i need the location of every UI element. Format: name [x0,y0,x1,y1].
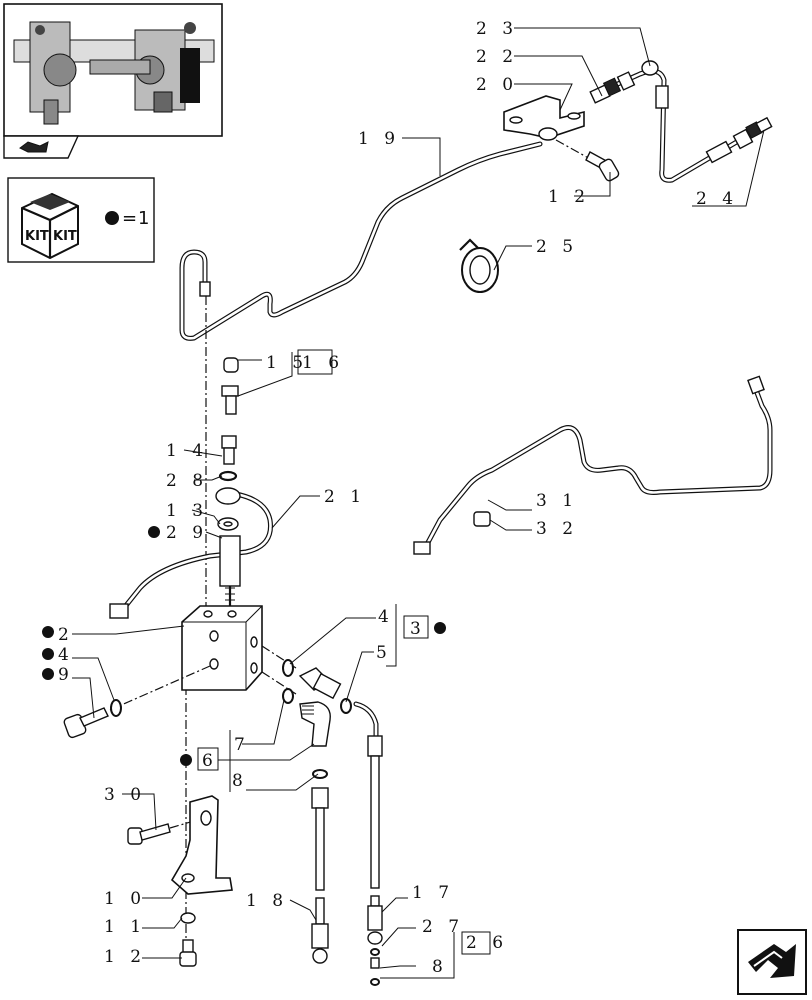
kit-legend: KIT KIT = 1 [7,177,155,263]
callout-5[interactable]: 5 [376,643,392,663]
callout-27[interactable]: 2 7 [422,917,464,937]
bolt-12-bottom[interactable] [179,939,197,967]
callout-11[interactable]: 1 1 [104,917,146,937]
callout-4-right[interactable]: 4 [378,607,394,627]
callout-32[interactable]: 3 2 [536,519,578,539]
callout-9[interactable]: 9 [58,665,74,685]
callout-30[interactable]: 3 0 [104,785,146,805]
kit-label-right: KIT [53,229,77,244]
bullet-2 [42,626,54,638]
cap-15[interactable] [223,357,239,373]
pipe-18[interactable] [311,787,329,964]
union-3[interactable] [298,667,342,700]
callout-labels: 2 3 2 2 2 0 1 9 1 2 2 4 2 5 1 5 1 6 1 4 … [58,19,738,977]
callout-17[interactable]: 1 7 [412,883,454,903]
leader-lines [72,27,765,979]
callout-16[interactable]: 1 6 [302,353,344,373]
callout-7[interactable]: 7 [234,735,250,755]
callout-25[interactable]: 2 5 [536,237,578,257]
bullet-4 [42,648,54,660]
fitting-24-end[interactable] [732,116,773,150]
callout-20[interactable]: 2 0 [476,75,518,95]
oring-28[interactable] [218,470,238,482]
kit-ref-number: 1 [138,208,149,229]
callout-14[interactable]: 1 4 [166,441,208,461]
callout-24[interactable]: 2 4 [696,189,738,209]
callout-15[interactable]: 1 5 [266,353,308,373]
callout-29[interactable]: 2 9 [166,523,208,543]
elbow-6[interactable] [299,701,331,747]
connection-line-9 [109,665,211,711]
bracket-10[interactable] [170,795,233,895]
washer-13[interactable] [217,517,239,531]
plug-32[interactable] [473,511,491,527]
box-6 [197,747,219,771]
next-page-arrow-icon[interactable] [737,929,807,995]
pipe-19[interactable] [179,141,543,341]
washer-11[interactable] [180,912,196,924]
seal-7[interactable] [282,688,294,704]
kit-box-icon: KIT KIT [21,192,79,260]
bullet-29 [148,526,160,538]
kit-bullet-icon [105,211,119,225]
connection-line-6 [261,671,297,695]
pipe-17[interactable] [353,701,383,945]
callout-31[interactable]: 3 1 [536,491,578,511]
kit-equals: = [122,208,137,229]
box-16 [297,349,333,375]
callout-18[interactable]: 1 8 [246,891,288,911]
callout-26[interactable]: 2 6 [466,933,508,953]
callout-23[interactable]: 2 3 [476,19,518,39]
oring-8-lower[interactable] [370,978,380,986]
callout-8-upper[interactable]: 8 [232,771,248,791]
bolt-29[interactable] [219,535,241,612]
callout-4-left[interactable]: 4 [58,645,74,665]
banjo-pipe-21[interactable] [109,487,273,619]
callout-28[interactable]: 2 8 [166,471,208,491]
bracket-20[interactable] [503,95,585,141]
callout-19[interactable]: 1 9 [358,129,400,149]
adapter-16[interactable] [221,385,239,415]
callout-12-top[interactable]: 1 2 [548,187,590,207]
callout-8-lower[interactable]: 8 [432,957,448,977]
seal-4-left[interactable] [110,699,122,717]
axle-thumbnail[interactable] [3,3,223,137]
callout-10[interactable]: 1 0 [104,889,146,909]
box-26 [461,931,491,955]
seal-5[interactable] [340,698,352,714]
fitting-22[interactable] [589,71,636,104]
kit-label-left: KIT [25,229,49,244]
fitting-27[interactable] [370,948,380,969]
callout-12-bottom[interactable]: 1 2 [104,947,146,967]
bolt-12-top[interactable] [555,139,620,182]
box-3 [403,615,429,639]
oring-8-upper[interactable] [312,769,328,779]
pipe-31[interactable] [413,375,773,555]
bolt-9[interactable] [63,707,109,739]
callout-2[interactable]: 2 [58,625,74,645]
kit-bullets [42,526,446,766]
callout-21[interactable]: 2 1 [324,487,366,507]
bullet-3 [434,622,446,634]
fitting-14[interactable] [221,435,237,465]
callout-13[interactable]: 1 3 [166,501,208,521]
navigation-tab-icon[interactable] [3,135,80,159]
bullet-9 [42,668,54,680]
pipe-24[interactable] [597,68,743,183]
callout-22[interactable]: 2 2 [476,47,518,67]
connection-line-3 [261,645,297,669]
clip-25[interactable] [459,238,499,293]
fitting-23[interactable] [641,60,659,76]
callout-6[interactable]: 6 [202,751,218,771]
callout-3[interactable]: 3 [410,619,426,639]
bullet-6 [180,754,192,766]
valve-block-2[interactable] [181,605,263,691]
